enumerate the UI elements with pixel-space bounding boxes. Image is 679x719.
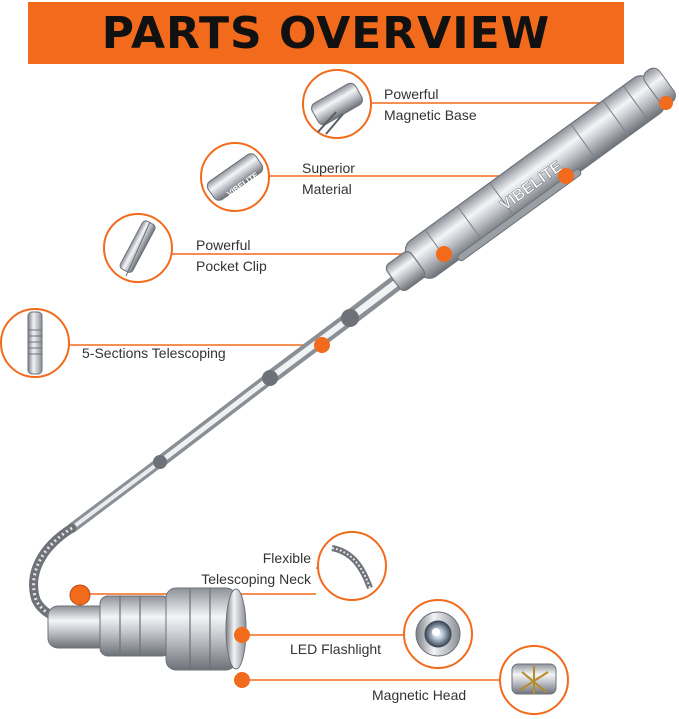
callout-head-line1: Magnetic Head [372, 687, 467, 703]
dot-head [234, 672, 250, 688]
magnetic-head-closeup-icon [499, 645, 569, 715]
callout-dots [234, 96, 673, 688]
magnet-base-closeup-icon [302, 69, 372, 139]
callout-lines [69, 102, 666, 681]
callout-led: LED Flashlight [290, 639, 381, 660]
telescope-section-closeup-icon [0, 308, 70, 378]
title-banner: PARTS OVERVIEW [28, 2, 624, 64]
callout-telescoping-line1: 5-Sections Telescoping [82, 345, 226, 361]
led-closeup-icon [403, 599, 473, 669]
magnetic-head [47, 584, 247, 671]
callout-magnetic-base: Powerful Magnetic Base [384, 84, 477, 126]
dot-telescoping [314, 337, 330, 353]
pocket-clip-closeup-icon [103, 213, 173, 283]
handle [385, 67, 676, 292]
callout-material-line2: Material [302, 181, 352, 197]
dot-led [234, 627, 250, 643]
callout-led-line1: LED Flashlight [290, 641, 382, 657]
callout-pocket-clip: Powerful Pocket Clip [196, 235, 267, 277]
dot-magnetic-base [659, 96, 673, 110]
flexible-neck-closeup-icon [317, 531, 387, 601]
callout-magnetic-base-line2: Magnetic Base [384, 107, 477, 123]
callout-pocket-clip-line1: Powerful [196, 237, 251, 253]
telescoping-rod [67, 273, 405, 533]
callout-head: Magnetic Head [372, 685, 466, 706]
callout-neck-line2: Telescoping Neck [201, 571, 311, 587]
callout-pocket-clip-line2: Pocket Clip [196, 258, 267, 274]
callout-magnetic-base-line1: Powerful [384, 86, 439, 102]
callout-telescoping: 5-Sections Telescoping [82, 343, 226, 364]
handle-closeup-icon: VIBELITE [200, 142, 270, 212]
flexible-neck [29, 523, 77, 623]
power-button [69, 584, 91, 606]
closeup-circles: VIBELITE [0, 69, 569, 715]
dot-pocket-clip [436, 246, 452, 262]
callout-material-line1: Superior [302, 160, 355, 176]
callout-neck-line1: Flexible [262, 550, 311, 566]
callout-material: Superior Material [302, 158, 355, 200]
pocket-clip [457, 168, 582, 262]
callout-neck: Flexible Telescoping Neck [191, 548, 311, 590]
dot-material [558, 168, 574, 184]
banner-title: PARTS OVERVIEW [101, 7, 551, 59]
